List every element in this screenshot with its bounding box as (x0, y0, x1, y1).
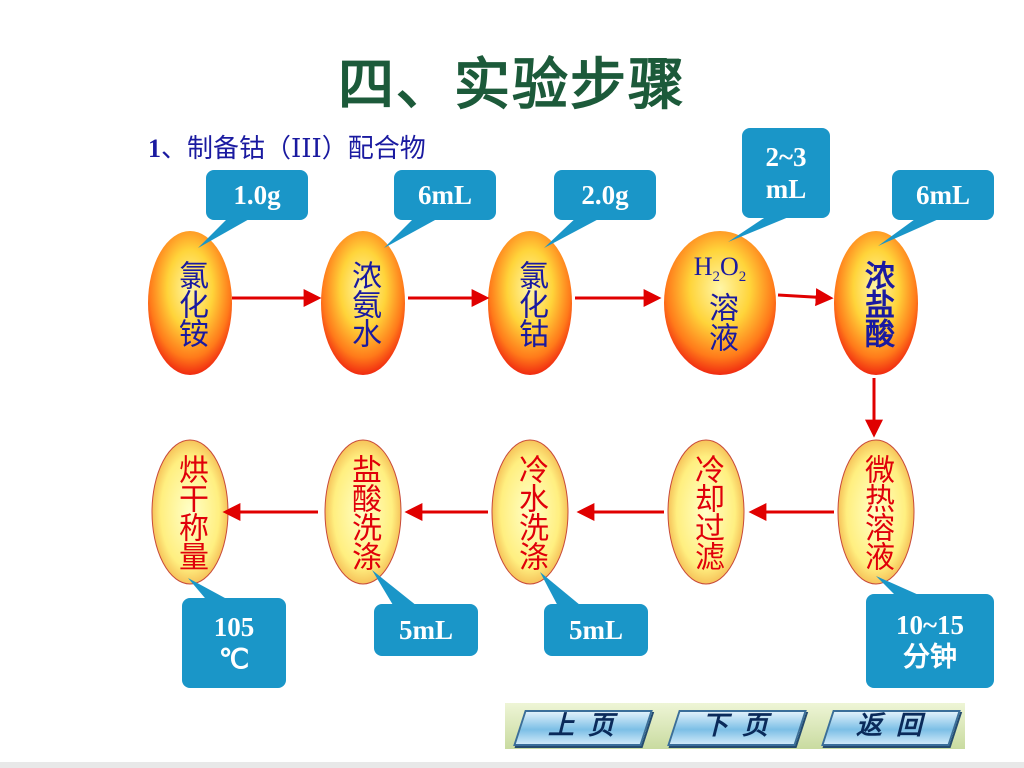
node-label-hcl-wash: 盐酸洗涤 (325, 440, 401, 584)
button-label: 上页 (547, 711, 628, 741)
callout-drying-temp: 105 ℃ (182, 598, 286, 688)
section-number: 1 (148, 134, 161, 163)
node-hcl-wash (324, 439, 402, 585)
node-hcl-conc (834, 231, 918, 375)
callout-h2o2-amount: 2~3 mL (742, 128, 830, 218)
section-subtitle: 1、制备钴（III）配合物 (148, 128, 426, 165)
callout-tail-7 (372, 570, 422, 610)
h2o2-formula: H2O2 (693, 252, 747, 286)
node-text: 盐酸洗涤 (346, 454, 381, 570)
callout-hcl-amount: 6mL (892, 170, 994, 220)
node-cold-water-wash (491, 439, 569, 585)
callout-tail-4 (728, 214, 796, 242)
node-label-drying: 烘干称量 (152, 440, 228, 584)
node-text: 冷水洗涤 (513, 454, 548, 570)
node-label-heat-solution: 微热溶液 (838, 440, 914, 584)
node-ammonium-chloride (148, 231, 232, 375)
node-label-cool-filter: 冷却过滤 (668, 440, 744, 584)
node-label-ammonium-chloride: 氯化铵 (148, 231, 232, 375)
node-text: 氯化钴 (513, 259, 548, 347)
node-label-cold-water-wash: 冷水洗涤 (492, 440, 568, 584)
node-cool-filter (667, 439, 745, 585)
node-text: 冷却过滤 (689, 454, 724, 570)
callout-tail-6 (188, 578, 236, 604)
arrow-top-4 (777, 288, 834, 307)
node-text: 氯化铵 (173, 259, 208, 347)
node-text: 溶液 (703, 292, 738, 353)
footer-bar (0, 762, 1024, 768)
node-cobalt-chloride (488, 231, 572, 375)
nav-bar: 上页 下页 返回 (505, 703, 965, 749)
node-text: 浓盐酸 (859, 259, 894, 347)
back-button[interactable]: 返回 (819, 708, 961, 746)
callout-cold-wash-amount: 5mL (544, 604, 648, 656)
node-label-h2o2: H2O2 溶液 (664, 252, 776, 352)
callout-heat-duration: 10~15 分钟 (866, 594, 994, 688)
callout-tail-5 (878, 214, 950, 246)
callout-tail-8 (540, 572, 586, 610)
callout-hcl-wash-amount: 5mL (374, 604, 478, 656)
section-text: 、制备钴（III）配合物 (161, 134, 426, 164)
button-label: 返回 (855, 711, 936, 741)
callout-tail-1 (198, 214, 258, 248)
node-label-cobalt-chloride: 氯化钴 (488, 231, 572, 375)
callout-ammonia-amount: 6mL (394, 170, 496, 220)
node-heat-solution (837, 439, 915, 585)
node-text: 浓氨水 (346, 259, 381, 347)
page-title: 四、实验步骤 (338, 52, 686, 118)
callout-tail-3 (544, 214, 608, 248)
callout-tail-2 (384, 214, 446, 248)
button-label: 下页 (701, 711, 782, 741)
next-page-button[interactable]: 下页 (665, 708, 807, 746)
callout-cobalt-chloride-amount: 2.0g (554, 170, 656, 220)
node-text: 烘干称量 (173, 454, 208, 570)
callout-ammonium-chloride-amount: 1.0g (206, 170, 308, 220)
node-label-hcl-conc: 浓盐酸 (834, 231, 918, 375)
prev-page-button[interactable]: 上页 (511, 708, 653, 746)
node-h2o2 (664, 231, 776, 375)
node-ammonia (321, 231, 405, 375)
node-label-ammonia: 浓氨水 (321, 231, 405, 375)
node-text: 微热溶液 (859, 454, 894, 570)
